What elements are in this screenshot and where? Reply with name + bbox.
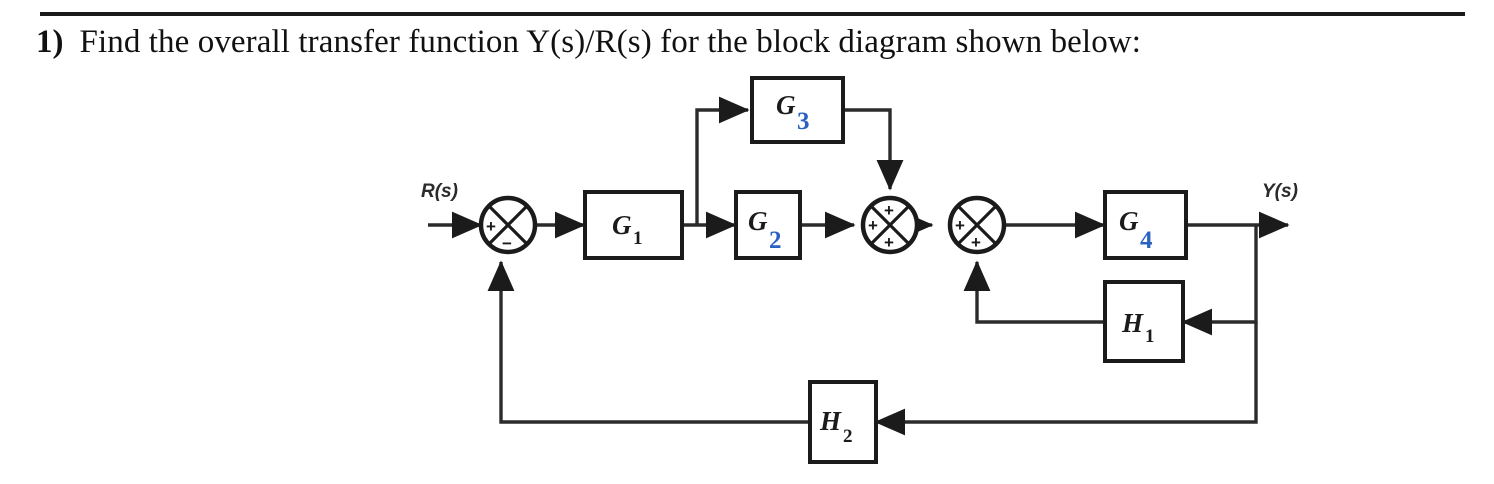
block-h1-box	[1103, 280, 1185, 363]
summing-junction-3[interactable]: + +	[947, 195, 1007, 255]
summing-junction-1-sign-bottom: −	[502, 234, 512, 253]
summing-junction-2-sign-bottom: +	[884, 233, 894, 252]
path-h2-to-sum1	[487, 260, 810, 424]
block-h2[interactable]: H 2	[808, 380, 878, 464]
summing-junction-2-cross-b	[869, 204, 911, 246]
block-diagram: G 3 G 1 G 2 G 4	[0, 72, 1494, 484]
block-g2[interactable]: G 2	[734, 190, 802, 260]
path-branch-to-g3	[695, 96, 750, 225]
summing-junction-2-sign-left: +	[868, 216, 878, 235]
block-g4-box	[1103, 190, 1188, 260]
summing-junction-1-cross-b	[487, 204, 529, 246]
block-g1-subscript: 1	[633, 228, 643, 249]
summing-junction-3-sign-left: +	[955, 216, 965, 235]
path-output-to-h2	[874, 322, 1258, 436]
input-label: R(s)	[421, 181, 458, 202]
block-g3-subscript: 3	[797, 108, 810, 135]
path-h1-to-sum3	[963, 260, 1105, 324]
summing-junction-2[interactable]: + + +	[860, 195, 920, 255]
question-line: 1) Find the overall transfer function Y(s…	[36, 24, 1476, 72]
block-g3[interactable]: G 3	[750, 76, 845, 144]
block-h2-box	[808, 380, 878, 464]
block-h1[interactable]: H 1	[1103, 280, 1185, 363]
output-label: Y(s)	[1262, 181, 1298, 202]
block-diagram-svg: G 3 G 1 G 2 G 4	[421, 76, 1298, 464]
summing-junction-3-cross-b	[956, 204, 998, 246]
path-g3-to-sum2	[843, 108, 904, 191]
block-g3-box	[750, 76, 845, 144]
block-g2-base: G	[748, 206, 768, 236]
block-g2-subscript: 2	[769, 227, 782, 254]
block-g1[interactable]: G 1	[583, 190, 684, 260]
block-g4[interactable]: G 4	[1103, 190, 1188, 260]
block-g3-base: G	[776, 90, 796, 120]
block-h1-subscript: 1	[1145, 326, 1155, 347]
block-g4-subscript: 4	[1140, 227, 1153, 254]
question-text: Find the overall transfer function Y(s)/…	[79, 24, 1141, 60]
summing-junction-3-sign-bottom: +	[971, 233, 981, 252]
block-h2-base: H	[819, 406, 842, 436]
summing-junction-1-sign-left: +	[486, 217, 496, 236]
block-g1-box	[583, 190, 684, 260]
summing-junction-1[interactable]: + −	[478, 195, 538, 255]
signal-lines	[428, 96, 1290, 436]
block-h2-subscript: 2	[843, 426, 853, 447]
path-output-to-h1	[1181, 225, 1258, 336]
block-g1-base: G	[612, 210, 632, 240]
summing-junction-2-sign-top: +	[884, 201, 894, 220]
block-g2-box	[734, 190, 802, 260]
horizontal-rule	[40, 12, 1465, 16]
block-g4-base: G	[1119, 206, 1139, 236]
question-number: 1)	[36, 24, 64, 60]
block-h1-base: H	[1121, 308, 1144, 338]
